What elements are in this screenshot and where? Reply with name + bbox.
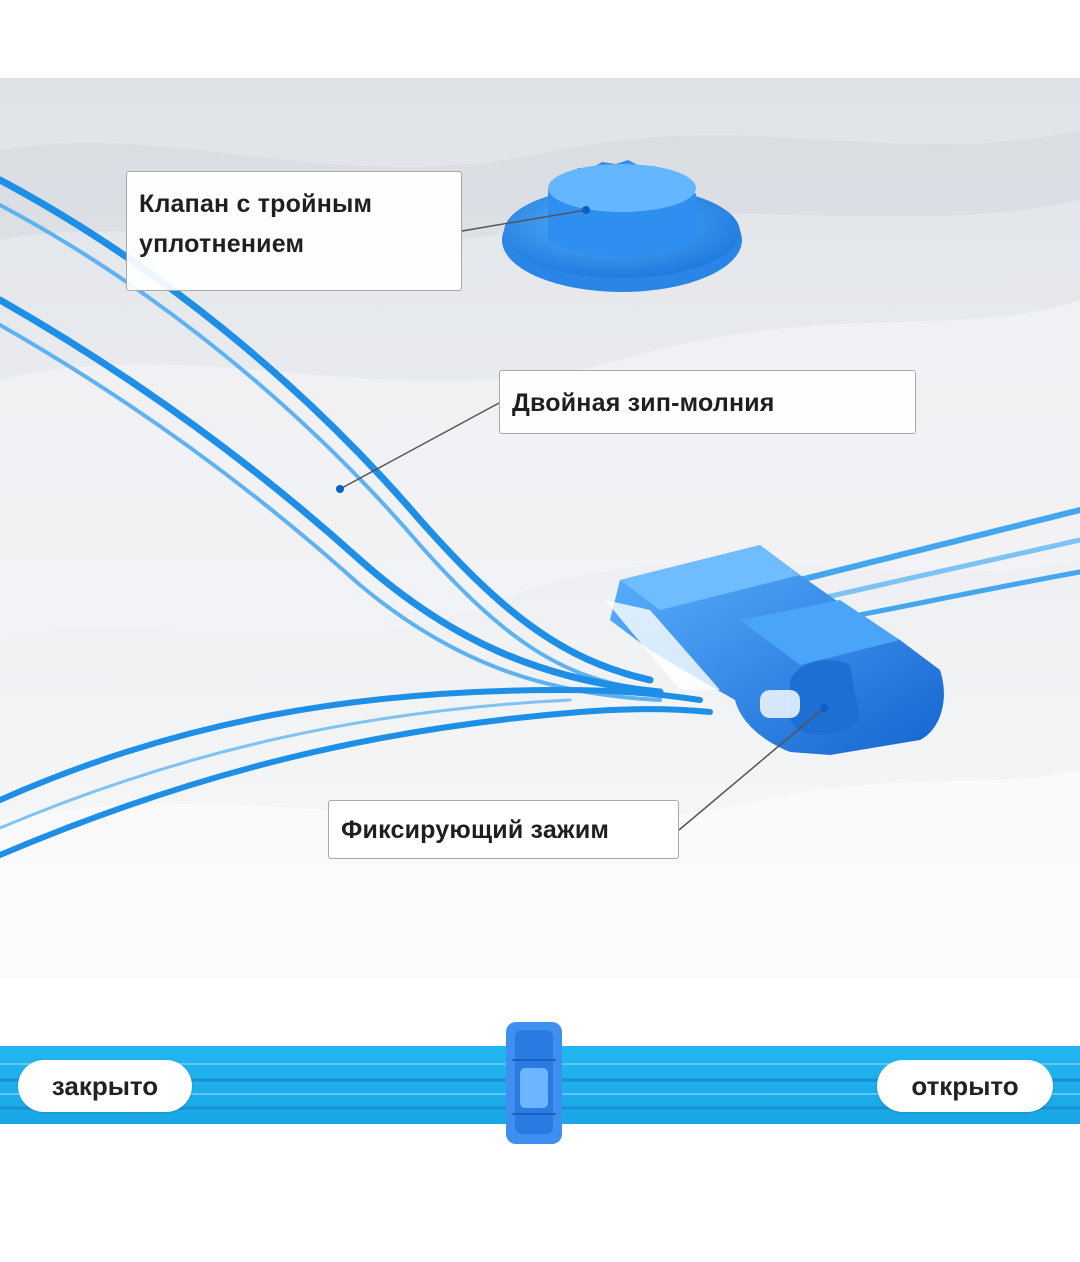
leader-lines <box>339 209 825 831</box>
open-label: открыто <box>877 1060 1053 1112</box>
valve-pointer-dot <box>582 206 590 214</box>
zipper-callout-text: Двойная зип-молния <box>512 389 775 417</box>
clamp-callout: Фиксирующий зажим <box>328 800 679 859</box>
double-zipper <box>0 176 1080 858</box>
zipper-clamp-icon <box>605 545 944 755</box>
clamp-pointer-dot <box>820 704 828 712</box>
zipper-callout: Двойная зип-молния <box>499 370 916 434</box>
film-wrinkle <box>0 770 1080 978</box>
valve-callout-line-1: Клапан с тройным <box>139 190 373 218</box>
strip-clamp-icon <box>506 1022 562 1144</box>
clamp-callout-text: Фиксирующий зажим <box>341 816 610 844</box>
valve-callout-line-2: уплотнением <box>139 230 305 258</box>
valve-callout: Клапан с тройным уплотнением <box>126 171 462 291</box>
closed-label: закрыто <box>18 1060 192 1112</box>
zipper-pointer-dot <box>336 485 344 493</box>
